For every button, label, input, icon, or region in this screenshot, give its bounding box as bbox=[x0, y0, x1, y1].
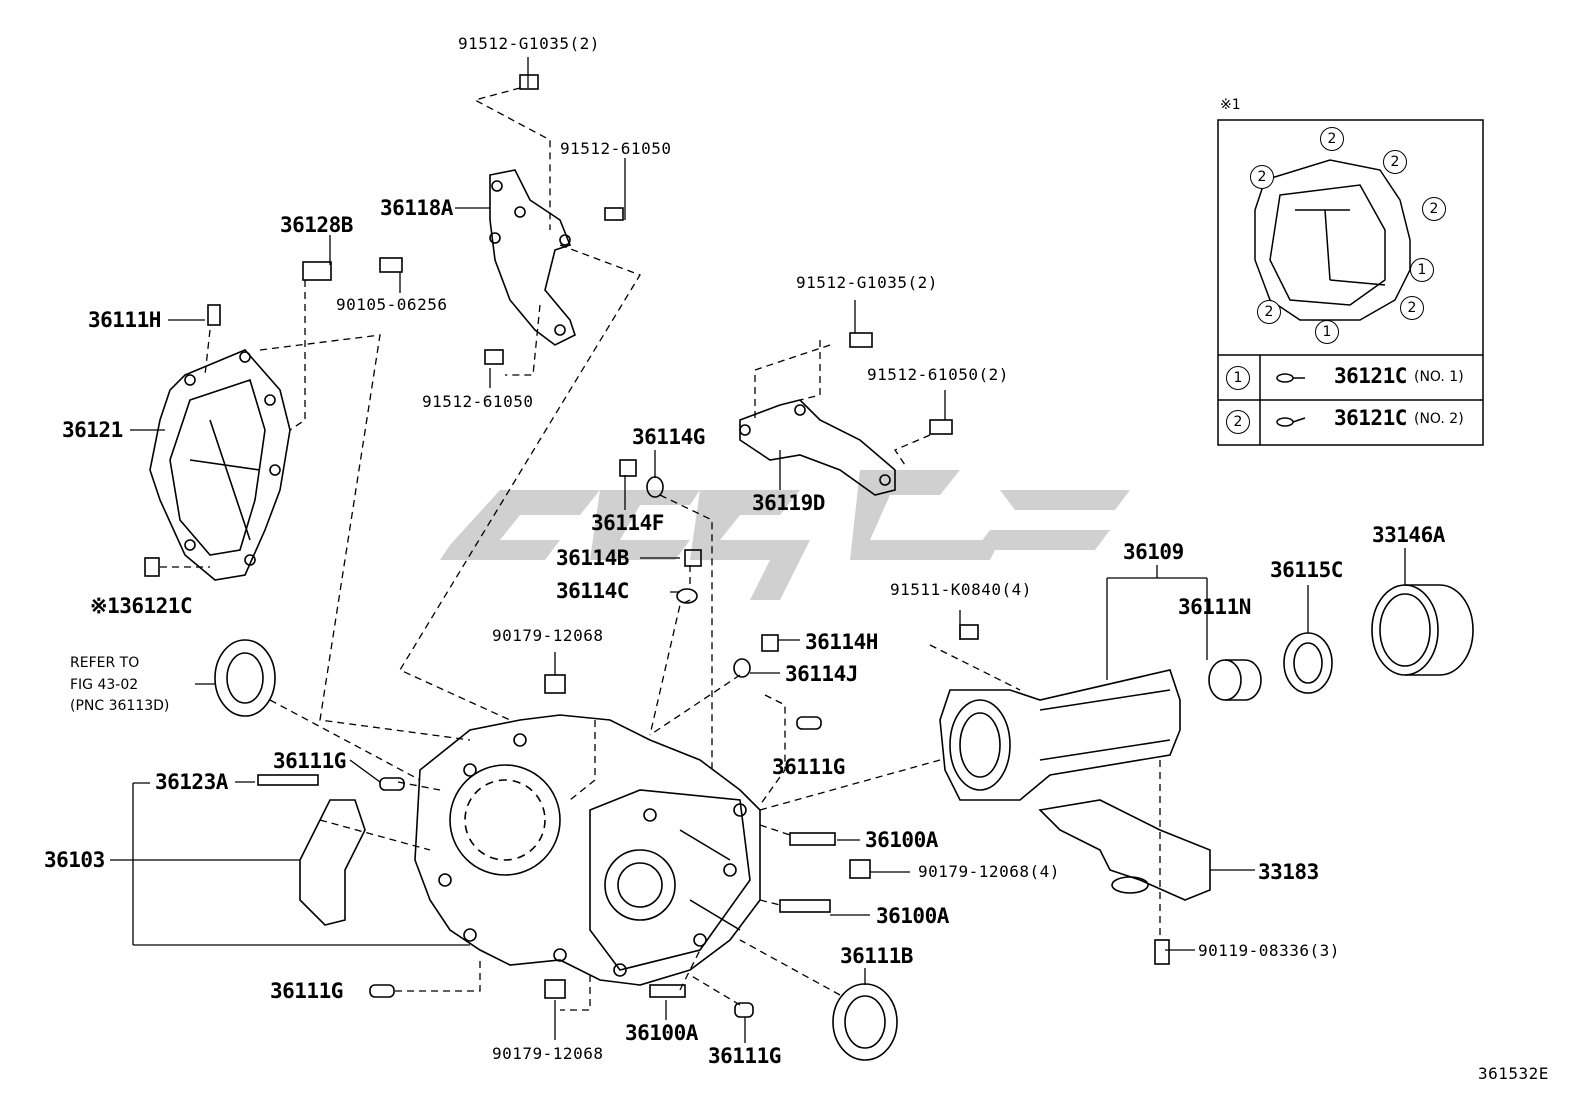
label-36114f: 36114F bbox=[591, 511, 664, 535]
label-36111g-bottom: 36111G bbox=[270, 979, 343, 1003]
legend-qualifier-1: (NO. 1) bbox=[1414, 369, 1464, 385]
legend-key-1: 1 bbox=[1226, 366, 1250, 390]
cover-drawing bbox=[149, 349, 291, 581]
label-36114b: 36114B bbox=[556, 546, 629, 570]
label-36114j: 36114J bbox=[785, 662, 858, 686]
label-91512-61050-2: 91512-61050(2) bbox=[867, 365, 1009, 384]
label-36111g-right: 36111G bbox=[772, 755, 845, 779]
label-36114c: 36114C bbox=[556, 579, 629, 603]
inset-callout: 2 bbox=[1422, 197, 1446, 221]
label-90179-12068-top: 90179-12068 bbox=[492, 626, 604, 645]
legend-qualifier-2: (NO. 2) bbox=[1414, 411, 1464, 427]
label-36119d: 36119D bbox=[752, 491, 825, 515]
label-36111g-bottom2: 36111G bbox=[708, 1044, 781, 1068]
inset-callout: 2 bbox=[1250, 165, 1274, 189]
label-36100a-3: 36100A bbox=[625, 1021, 698, 1045]
label-36115c: 36115C bbox=[1270, 558, 1343, 582]
inset-callout: 2 bbox=[1320, 127, 1344, 151]
label-36114h: 36114H bbox=[805, 630, 878, 654]
extension-housing-drawing bbox=[939, 669, 1181, 801]
label-90105-06256: 90105-06256 bbox=[336, 295, 448, 314]
label-36111g-left: 36111G bbox=[273, 749, 346, 773]
label-91511-k0840: 91511-K0840(4) bbox=[890, 580, 1032, 599]
label-36128b: 36128B bbox=[280, 213, 353, 237]
label-33146a: 33146A bbox=[1372, 523, 1445, 547]
legend-part-2: 36121C bbox=[1334, 406, 1407, 430]
inset-box bbox=[1217, 119, 1484, 446]
inset-callout: 1 bbox=[1315, 320, 1339, 344]
diagram-id: 361532E bbox=[1478, 1064, 1549, 1083]
label-36111h: 36111H bbox=[88, 308, 161, 332]
refer-note-line1: REFER TO bbox=[70, 655, 140, 671]
label-36109: 36109 bbox=[1123, 540, 1184, 564]
label-36111b: 36111B bbox=[840, 944, 913, 968]
refer-note-line3: (PNC 36113D) bbox=[70, 698, 170, 714]
clamp-drawing bbox=[299, 799, 366, 926]
label-90119-08336: 90119-08336(3) bbox=[1198, 941, 1340, 960]
label-36118a: 36118A bbox=[380, 196, 453, 220]
label-36100a-1: 36100A bbox=[865, 828, 938, 852]
label-91512-61050-mid: 91512-61050 bbox=[422, 392, 534, 411]
label-36121: 36121 bbox=[62, 418, 123, 442]
seal-ring-drawings bbox=[214, 584, 1474, 1061]
label-91512-61050-top: 91512-61050 bbox=[560, 139, 672, 158]
label-36103: 36103 bbox=[44, 848, 105, 872]
label-90179-12068-4: 90179-12068(4) bbox=[918, 862, 1060, 881]
legend-part-1: 36121C bbox=[1334, 364, 1407, 388]
label-36121c-bottom: ※136121C bbox=[90, 594, 193, 618]
label-36111n: 36111N bbox=[1178, 595, 1251, 619]
label-90179-12068-bottom: 90179-12068 bbox=[492, 1044, 604, 1063]
legend-key-2: 2 bbox=[1226, 410, 1250, 434]
inset-callout: 2 bbox=[1257, 300, 1281, 324]
bolt-drawings bbox=[144, 74, 1170, 1018]
refer-note-line2: FIG 43-02 bbox=[70, 677, 139, 693]
label-36123a: 36123A bbox=[155, 770, 228, 794]
label-91512-g1035-top: 91512-G1035(2) bbox=[458, 34, 600, 53]
watermark-logo bbox=[440, 470, 1130, 600]
label-33183: 33183 bbox=[1258, 860, 1319, 884]
inset-marker: ※1 bbox=[1220, 97, 1241, 113]
bracket-33183-drawing bbox=[1038, 799, 1211, 901]
inset-callout: 1 bbox=[1410, 258, 1434, 282]
label-36114g: 36114G bbox=[632, 425, 705, 449]
bracket-36118a-drawing bbox=[489, 169, 576, 346]
transmission-case-drawing bbox=[414, 714, 761, 986]
label-36100a-2: 36100A bbox=[876, 904, 949, 928]
inset-callout: 2 bbox=[1400, 296, 1424, 320]
inset-callout: 2 bbox=[1383, 150, 1407, 174]
label-91512-g1035-right: 91512-G1035(2) bbox=[796, 273, 938, 292]
